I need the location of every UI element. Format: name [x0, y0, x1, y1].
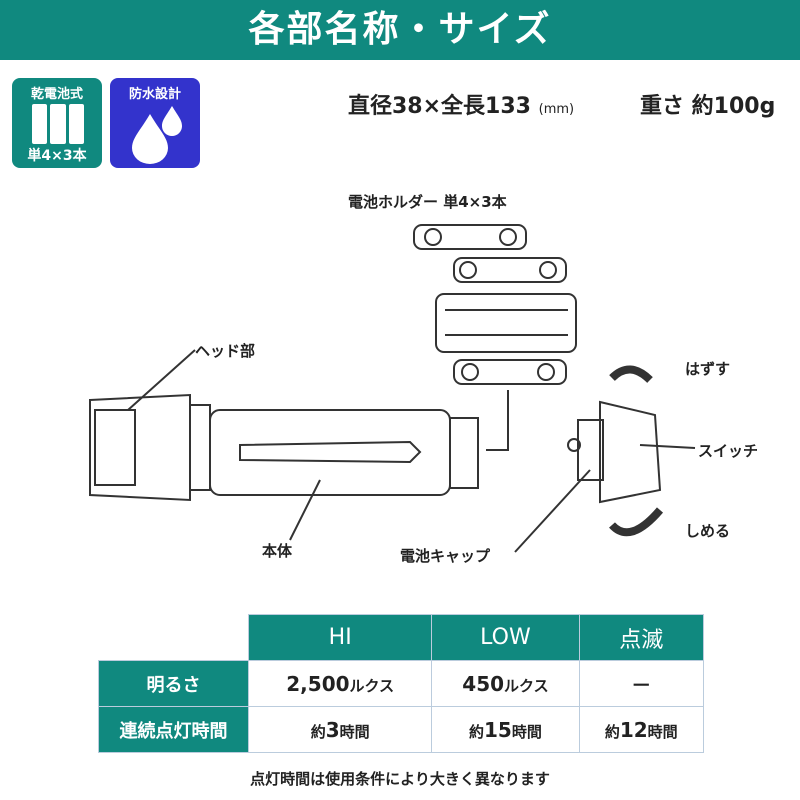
flashlight-body-illustration: [89, 393, 479, 502]
battery-badge: 乾電池式 単4×3本: [12, 78, 102, 168]
table-cell: 2,500ルクス: [247, 660, 433, 707]
flashlight-diagram: [89, 224, 696, 553]
table-cell: 約15時間: [431, 706, 580, 753]
rotate-tighten-arrow-icon: [609, 507, 664, 537]
leader-line: [514, 469, 591, 553]
battery-holder-label: 電池ホルダー 単4×3本: [348, 193, 507, 211]
table-cell: 約12時間: [578, 706, 704, 753]
page-title: 各部名称・サイズ: [0, 0, 800, 60]
battery-holder-illustration: [413, 224, 577, 385]
footnote: 点灯時間は使用条件により大きく異なります: [250, 770, 550, 788]
table-row: 明るさ 2,500ルクス 450ルクス －: [98, 660, 704, 707]
leader-line: [639, 444, 696, 449]
table-row: 連続点灯時間 約3時間 約15時間 約12時間: [98, 706, 704, 753]
row-header: 明るさ: [98, 660, 249, 707]
column-header: LOW: [431, 614, 580, 661]
column-header: HI: [247, 614, 433, 661]
head-label: ヘッド部: [195, 342, 256, 360]
size-spec: 直径38×全長133 (mm): [348, 94, 575, 119]
water-drops-icon: [132, 106, 182, 164]
waterproof-badge-title: 防水設計: [128, 87, 181, 102]
table-cell: 450ルクス: [431, 660, 580, 707]
waterproof-badge: 防水設計: [110, 78, 200, 168]
weight-spec: 重さ 約100g: [640, 94, 776, 119]
battery-badge-count: 単4×3本: [27, 148, 87, 164]
leader-line: [289, 479, 321, 541]
switch-label: スイッチ: [698, 442, 759, 460]
table-cell: －: [578, 660, 704, 707]
cap-label: 電池キャップ: [400, 547, 491, 565]
leader-line: [127, 349, 196, 411]
battery-cap-illustration: [567, 400, 662, 504]
column-header: 点滅: [578, 614, 704, 661]
tighten-label: しめる: [685, 522, 731, 540]
table-cell: 約3時間: [247, 706, 433, 753]
battery-badge-title: 乾電池式: [30, 87, 83, 102]
body-label: 本体: [262, 542, 293, 560]
spec-table: HI LOW 点滅 明るさ 2,500ルクス 450ルクス － 連続点灯時間 約…: [98, 614, 704, 753]
battery-icon: [32, 104, 84, 144]
remove-label: はずす: [685, 360, 731, 378]
table-header-row: HI LOW 点滅: [99, 614, 704, 661]
rotate-remove-arrow-icon: [609, 365, 653, 383]
row-header: 連続点灯時間: [98, 706, 249, 753]
